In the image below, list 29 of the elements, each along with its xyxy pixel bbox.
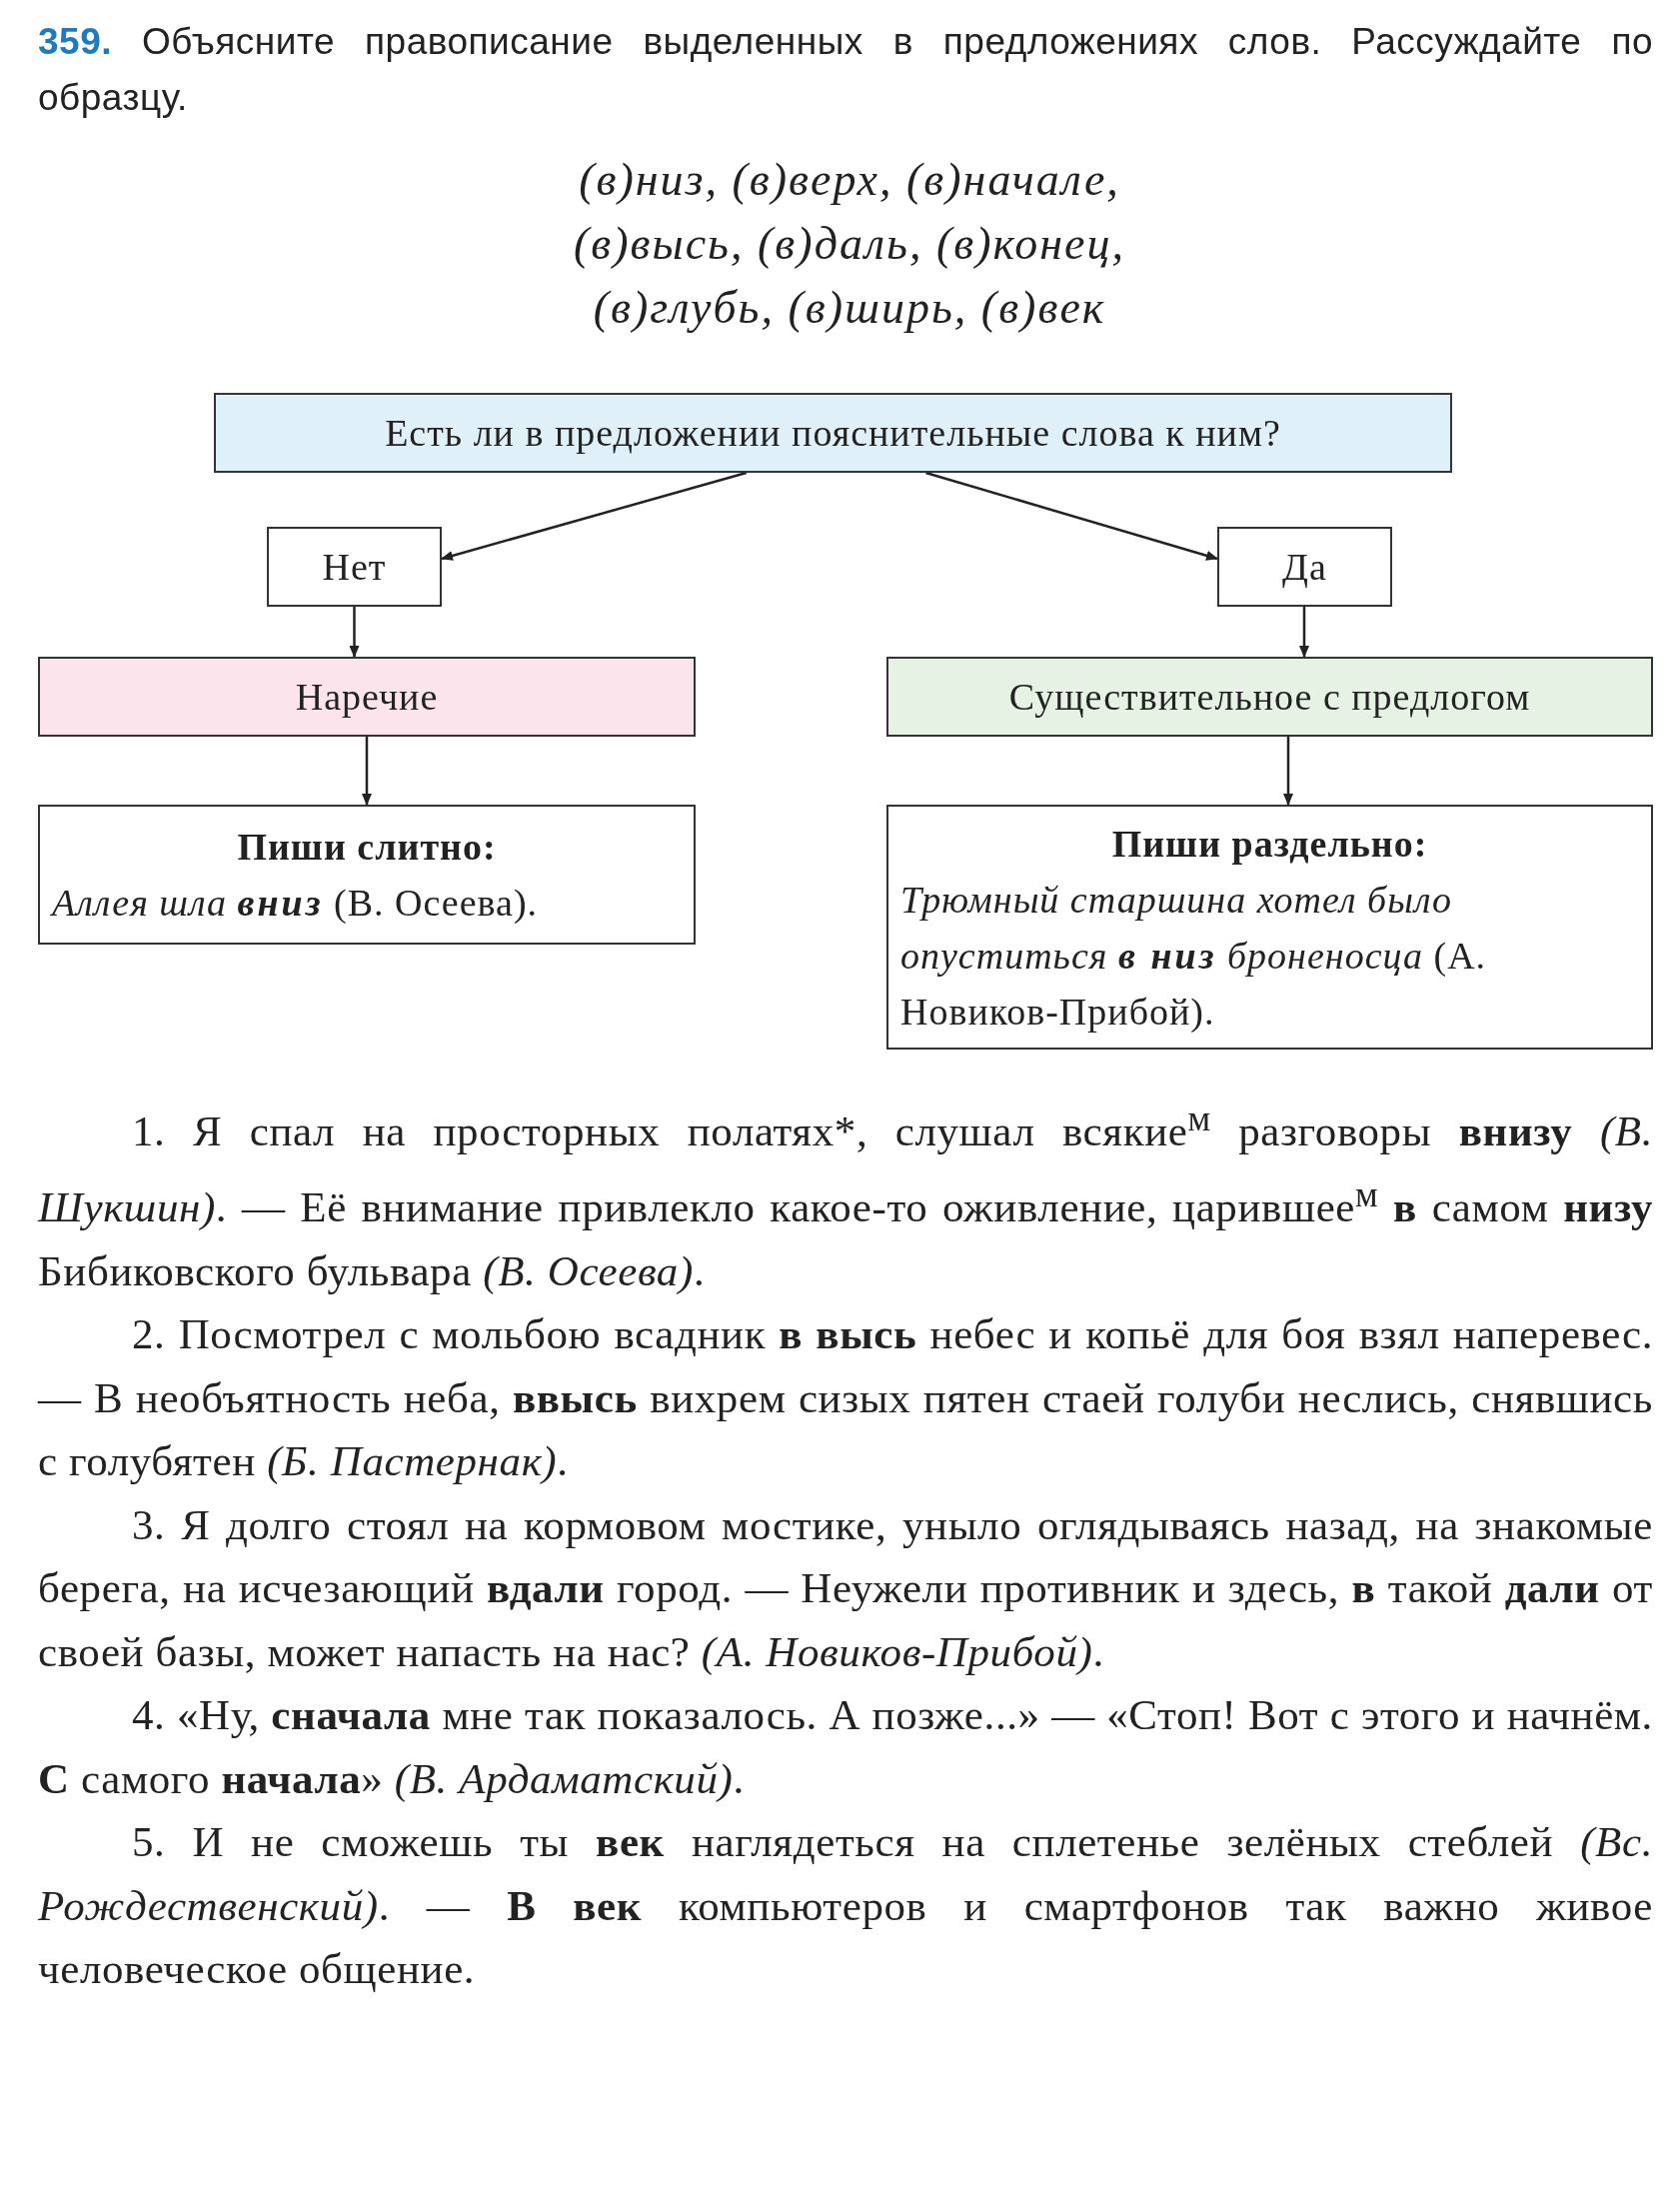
arrow bbox=[441, 471, 748, 561]
sentence-paragraph: 3. Я долго стоял на кормовом мостике, уныло оглядываясь назад, на знакомые берега, на исчезающий вдали город. — Неужели противник и здесь, в такой дали от своей базы, может напасть на нас? (А. Новиков-Прибой). bbox=[38, 1499, 1653, 1677]
question-box bbox=[214, 393, 1452, 473]
example-sentence: Аллея шла вниз (В. Осеева). bbox=[49, 881, 540, 926]
box-label: Да bbox=[1282, 545, 1327, 590]
sentence-paragraph: 4. «Ну, сначала мне так показалось. А позже...» — «Стоп! Вот с этого и начнём. С самого начала» (В. Ардаматский). bbox=[38, 1690, 1653, 1804]
arrow bbox=[1283, 737, 1293, 806]
arrow bbox=[362, 737, 372, 806]
box-label: Существительное с предлогом bbox=[1008, 675, 1531, 720]
word-list-line: (в)глубь, (в)ширь, (в)век bbox=[592, 281, 1107, 335]
sentence-paragraph: 5. И не сможешь ты век наглядеться на сплетенье зелёных стеблей (Вс. Рождественский). — В век компьютеров и смартфонов так важно живое человеческое общение. bbox=[38, 1817, 1653, 1995]
sentence-paragraph: 2. Посмотрел с мольбою всадник в высь небес и копьё для боя взял наперевес. — В необъятность неба, ввысь вихрем сизых пятен стаей голуби неслись, снявшись с голубятен (Б. Пастернак). bbox=[38, 1309, 1653, 1487]
arrow bbox=[925, 471, 1218, 561]
category-box bbox=[886, 657, 1653, 737]
answer-box bbox=[267, 527, 442, 607]
category-box bbox=[38, 657, 696, 737]
word-list-line: (в)высь, (в)даль, (в)конец, bbox=[572, 217, 1127, 271]
example-sentence: Трюмный старшина хотел было опуститься в низ броненосца (А. Новиков-Прибой). bbox=[899, 877, 1488, 1035]
answer-box bbox=[1217, 527, 1392, 607]
exercise-instruction: 359. Объясните правописание выделенных в предложениях слов. Рассуждайте по образцу. bbox=[38, 20, 1653, 120]
rule-heading: Пиши слитно: bbox=[237, 825, 497, 870]
box-label: Наречие bbox=[295, 675, 439, 720]
arrow bbox=[1299, 607, 1309, 658]
word-list-line: (в)низ, (в)верх, (в)начале, bbox=[578, 153, 1121, 207]
arrow bbox=[349, 607, 360, 658]
box-label: Есть ли в предложении пояснительные слова к ним? bbox=[385, 411, 1281, 456]
sentence-paragraph: 1. Я спал на просторных полатях*, слушал всякие$^{м}$ разговоры внизу (В. Шукшин). — Её внимание привлекло какое-то оживление, царившее$^{м}$ в самом низу Бибиковского бульвара (В. Осеева). bbox=[38, 1097, 1653, 1296]
rule-heading: Пиши раздельно: bbox=[1111, 821, 1428, 867]
box-label: Нет bbox=[322, 545, 387, 590]
